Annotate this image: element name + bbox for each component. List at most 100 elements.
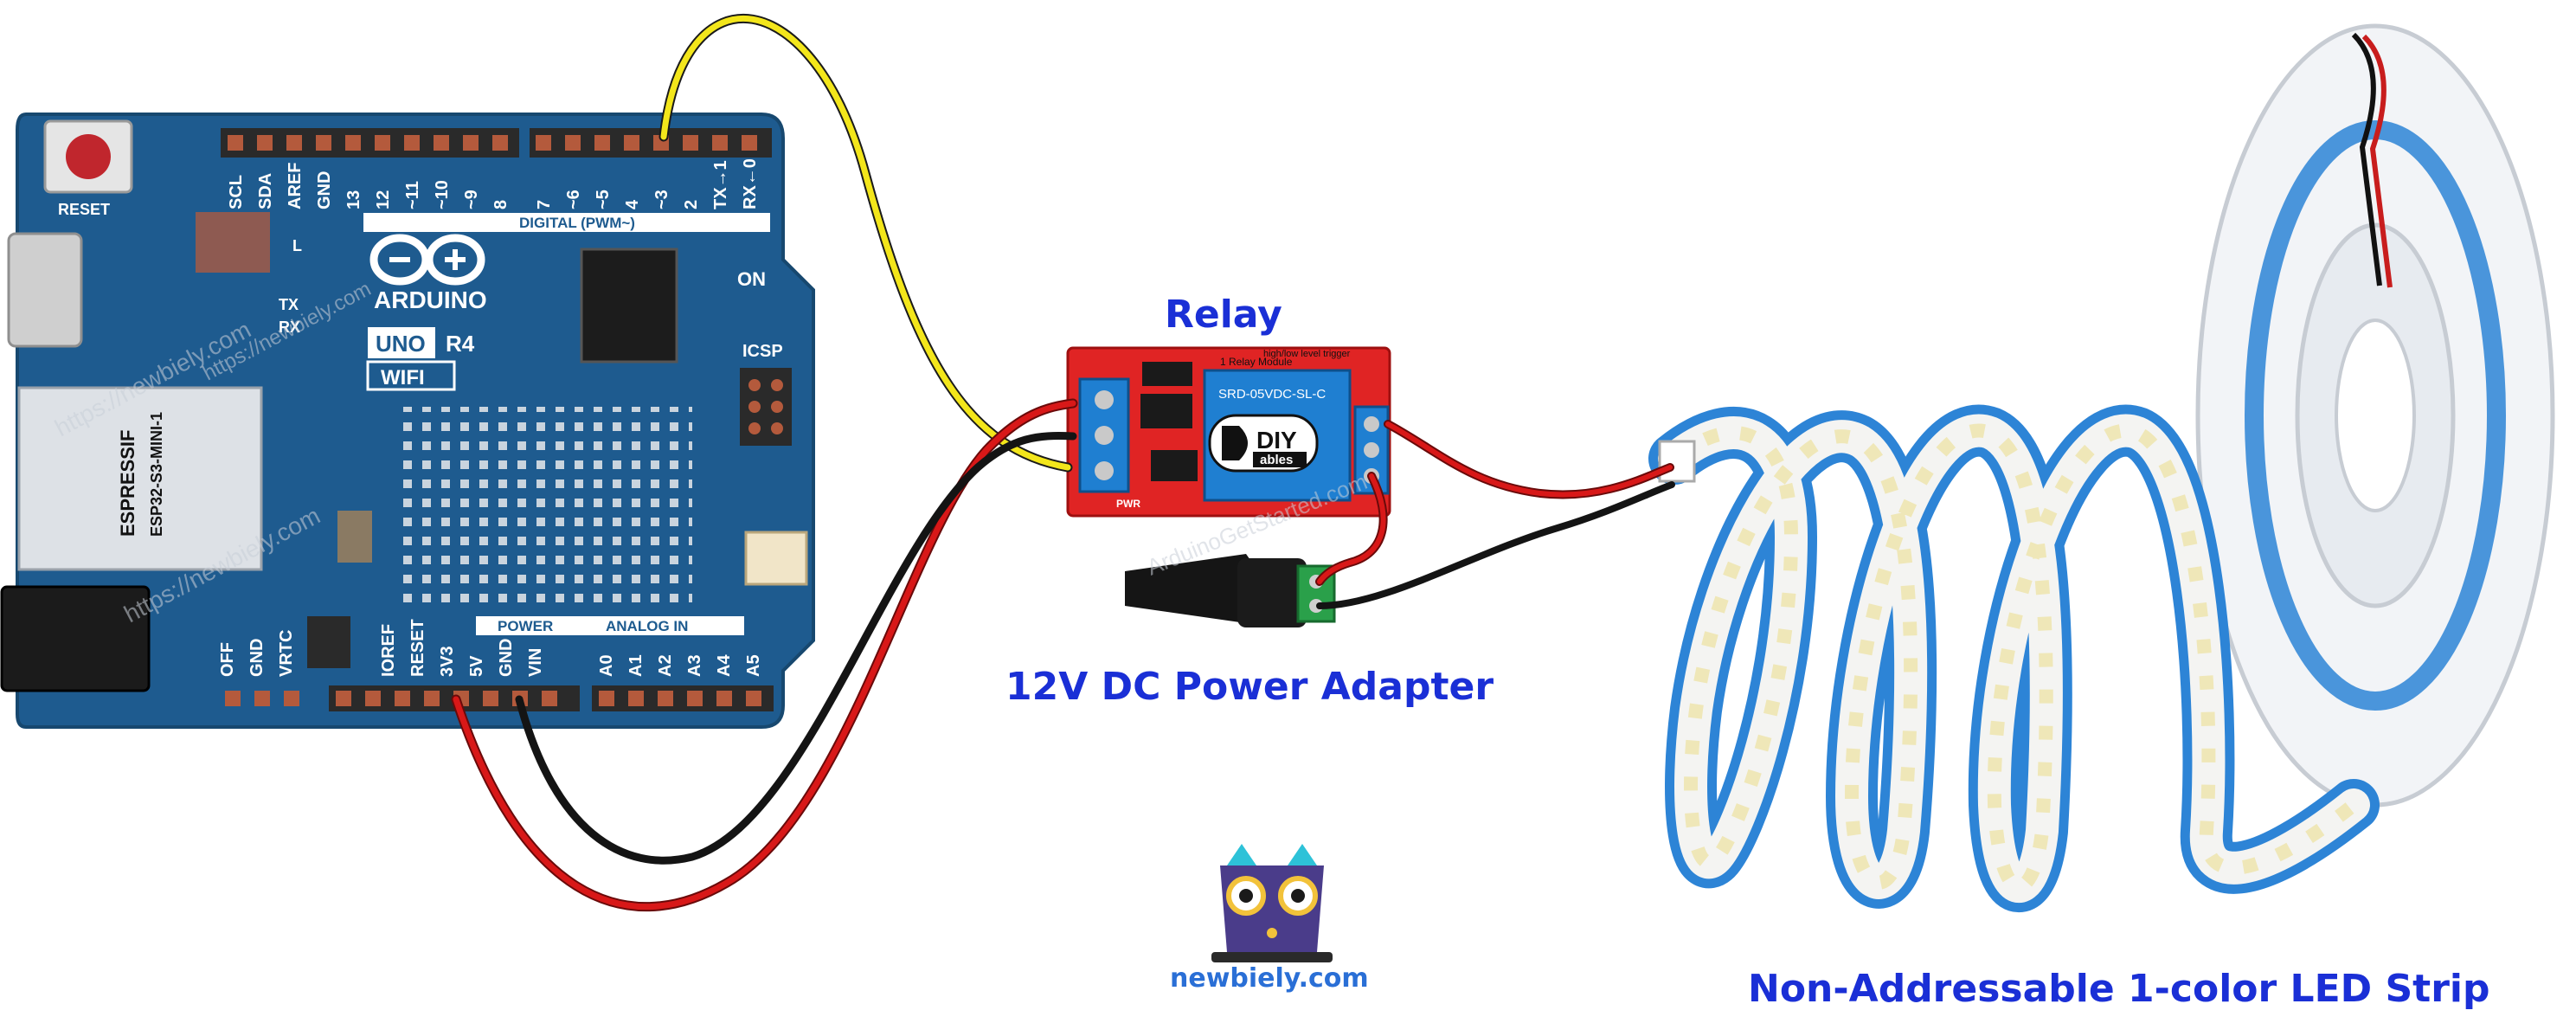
newbiely-owl-logo bbox=[1211, 844, 1333, 962]
bottom-pin-hole bbox=[395, 691, 410, 706]
bottom-pin-hole bbox=[628, 691, 644, 706]
led-strip-end-connector bbox=[1658, 440, 1696, 483]
bottom-pin-hole bbox=[336, 691, 351, 706]
left-pin-label: GND bbox=[247, 639, 267, 677]
top-pin-hole bbox=[742, 135, 757, 151]
bottom-pin-label: 5V bbox=[467, 655, 486, 677]
digital-header-label: DIGITAL (PWM~) bbox=[519, 215, 635, 231]
top-pin-hole bbox=[228, 135, 243, 151]
dc-adapter-barrel bbox=[1125, 554, 1259, 623]
arduino-brand-label: ARDUINO bbox=[374, 286, 487, 313]
power-header-label: POWER bbox=[498, 618, 553, 634]
bottom-pin-label: A1 bbox=[626, 654, 646, 677]
relay-trigger-text: high/low level trigger bbox=[1263, 349, 1351, 359]
rx-label: RX bbox=[279, 319, 300, 336]
r4-label: R4 bbox=[446, 331, 475, 357]
top-pin-hole bbox=[624, 135, 639, 151]
top-pin-label: SDA bbox=[256, 173, 275, 209]
led-l-label: L bbox=[292, 237, 302, 254]
top-pin-label: ~6 bbox=[564, 190, 583, 209]
bottom-pin-hole bbox=[687, 691, 703, 706]
crystal bbox=[337, 511, 372, 563]
strip-label: Non-Addressable 1-color LED Strip bbox=[1748, 967, 2489, 1011]
relay-optocoupler bbox=[1140, 394, 1192, 428]
top-pin-hole bbox=[434, 135, 449, 151]
uno-badge bbox=[368, 327, 435, 358]
bottom-pin-label: IOREF bbox=[379, 624, 398, 677]
relay-transistor bbox=[1151, 450, 1198, 481]
left-pin-hole bbox=[284, 691, 299, 706]
bottom-pin-hole bbox=[542, 691, 557, 706]
left-header-block bbox=[196, 212, 270, 273]
top-pin-hole bbox=[683, 135, 698, 151]
wifi-badge bbox=[366, 360, 456, 391]
bottom-pin-label: VIN bbox=[526, 648, 545, 677]
dc-power-adapter bbox=[1125, 554, 1336, 627]
top-pin-hole bbox=[286, 135, 302, 151]
top-pin-label: 8 bbox=[491, 200, 511, 209]
diyables-brand-bottom: ables bbox=[1260, 453, 1293, 467]
bottom-pin-label: RESET bbox=[408, 619, 427, 677]
bottom-pin-hole bbox=[365, 691, 381, 706]
esp32-module bbox=[17, 386, 263, 571]
top-pin-label: RX←0 bbox=[741, 158, 760, 209]
wires bbox=[451, 14, 1675, 912]
top-pin-hole bbox=[463, 135, 479, 151]
bottom-pin-holes bbox=[336, 691, 761, 706]
relay-jumper bbox=[1142, 362, 1192, 386]
top-pin-label: SCL bbox=[227, 175, 246, 209]
top-pin-label: ~9 bbox=[462, 190, 481, 209]
analog-header-bar bbox=[588, 616, 744, 635]
top-pin-label: ~11 bbox=[403, 181, 422, 209]
wifi-label: WIFI bbox=[381, 366, 425, 389]
usb-c-port bbox=[7, 232, 83, 348]
led-matrix bbox=[398, 407, 692, 606]
mcu-chip bbox=[580, 248, 678, 364]
top-pin-label: 7 bbox=[535, 200, 554, 209]
bottom-pin-hole bbox=[483, 691, 498, 706]
top-pin-label: GND bbox=[315, 171, 334, 209]
on-label: ON bbox=[737, 268, 766, 290]
newbiely-site-label: newbiely.com bbox=[1170, 963, 1369, 994]
bottom-pin-hole bbox=[424, 691, 440, 706]
left-pin-label: OFF bbox=[218, 642, 237, 677]
digital-header-bar bbox=[363, 213, 770, 232]
icsp-header bbox=[740, 368, 792, 446]
bottom-pin-label: A0 bbox=[597, 654, 616, 677]
top-pin-label: 2 bbox=[682, 200, 701, 209]
left-pin-labels: OFF GND VRTC bbox=[218, 630, 299, 706]
top-pin-hole bbox=[536, 135, 551, 151]
led-strip bbox=[1648, 23, 2555, 912]
bottom-pin-label: 3V3 bbox=[438, 646, 457, 677]
relay-label: Relay bbox=[1165, 293, 1282, 337]
bottom-pin-label: GND bbox=[497, 639, 516, 677]
bottom-pin-label: A5 bbox=[744, 654, 763, 677]
relay-coil-text: SRD-05VDC-SL-C bbox=[1218, 387, 1326, 402]
reset-button-cap bbox=[66, 134, 111, 179]
arduino-infinity-logo bbox=[369, 234, 485, 286]
bottom-pin-hole bbox=[716, 691, 732, 706]
bottom-pin-hole bbox=[599, 691, 614, 706]
reset-label: RESET bbox=[58, 201, 110, 218]
regulator bbox=[307, 616, 350, 668]
tx-label: TX bbox=[279, 296, 299, 313]
top-pin-label: ~10 bbox=[433, 180, 452, 209]
bottom-pin-label: A3 bbox=[685, 654, 704, 677]
arduino-uno-r4-board: RESET ESPRESSIF ESP32-S3-MINI-1 SCL SDA AR… bbox=[0, 113, 815, 729]
top-pin-hole bbox=[404, 135, 420, 151]
icsp-label: ICSP bbox=[742, 342, 783, 361]
top-pin-hole bbox=[492, 135, 508, 151]
esp32-brand-label: ESPRESSIF bbox=[117, 430, 138, 537]
adapter-label: 12V DC Power Adapter bbox=[1005, 665, 1494, 709]
relay-pwr-label: PWR bbox=[1116, 498, 1140, 510]
top-pin-holes bbox=[228, 135, 757, 151]
top-pin-hole bbox=[345, 135, 361, 151]
relay-title-text: 1 Relay Module bbox=[1220, 356, 1293, 368]
analog-header-label: ANALOG IN bbox=[606, 618, 688, 634]
esp32-model-label: ESP32-S3-MINI-1 bbox=[148, 412, 165, 537]
top-pin-label: ~3 bbox=[652, 190, 671, 209]
top-pin-hole bbox=[594, 135, 610, 151]
left-pin-label: VRTC bbox=[277, 630, 296, 677]
left-pin-hole bbox=[254, 691, 270, 706]
